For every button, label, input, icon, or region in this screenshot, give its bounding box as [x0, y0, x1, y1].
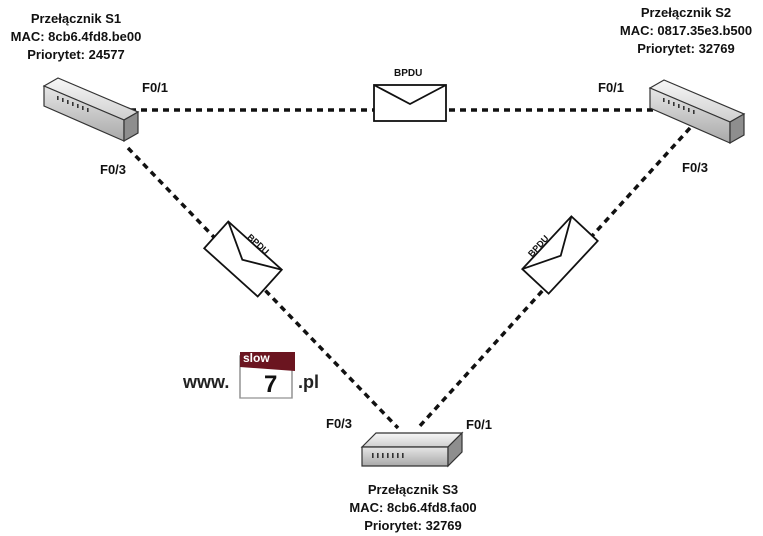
bpdu-envelope-top-icon [373, 84, 447, 122]
port-s3-f01: F0/1 [466, 417, 493, 432]
port-s1-f03: F0/3 [100, 162, 127, 177]
switch-s2-icon [648, 79, 746, 145]
watermark-prefix: www. [183, 372, 230, 392]
port-s3-f03: F0/3 [326, 416, 353, 431]
watermark-logo-digit: 7 [264, 371, 278, 398]
switch-s1-label: Przełącznik S1 MAC: 8cb6.4fd8.be00 Prior… [6, 10, 146, 64]
switch-s1-icon [42, 77, 140, 143]
switch-s1-name: Przełącznik S1 [30, 11, 122, 26]
port-s2-f03: F0/3 [682, 160, 709, 175]
port-s2-f01: F0/1 [598, 80, 625, 95]
bpdu-label-top: BPDU [394, 68, 423, 79]
switch-s3-label: Przełącznik S3 MAC: 8cb6.4fd8.fa00 Prior… [338, 481, 488, 535]
switch-s3-name: Przełącznik S3 [367, 482, 459, 497]
watermark-suffix: .pl [298, 372, 319, 392]
watermark-logo-top: slow [243, 351, 270, 365]
switch-s3-mac: MAC: 8cb6.4fd8.fa00 [349, 500, 477, 515]
slow7-logo-icon [239, 352, 295, 399]
switch-s2-priority: Priorytet: 32769 [637, 41, 735, 56]
link-s1-s3 [126, 146, 400, 430]
switch-s3-priority: Priorytet: 32769 [364, 518, 462, 533]
switch-s3-icon [360, 431, 464, 468]
switch-s2-name: Przełącznik S2 [640, 5, 732, 20]
bpdu-envelope-right-icon [521, 215, 599, 295]
bpdu-envelope-left-icon [202, 220, 284, 298]
switch-s2-mac: MAC: 0817.35e3.b500 [619, 23, 753, 38]
switch-s1-priority: Priorytet: 24577 [27, 47, 125, 62]
switch-s1-mac: MAC: 8cb6.4fd8.be00 [10, 29, 142, 44]
switch-s2-label: Przełącznik S2 MAC: 0817.35e3.b500 Prior… [611, 4, 761, 58]
port-s1-f01: F0/1 [142, 80, 169, 95]
